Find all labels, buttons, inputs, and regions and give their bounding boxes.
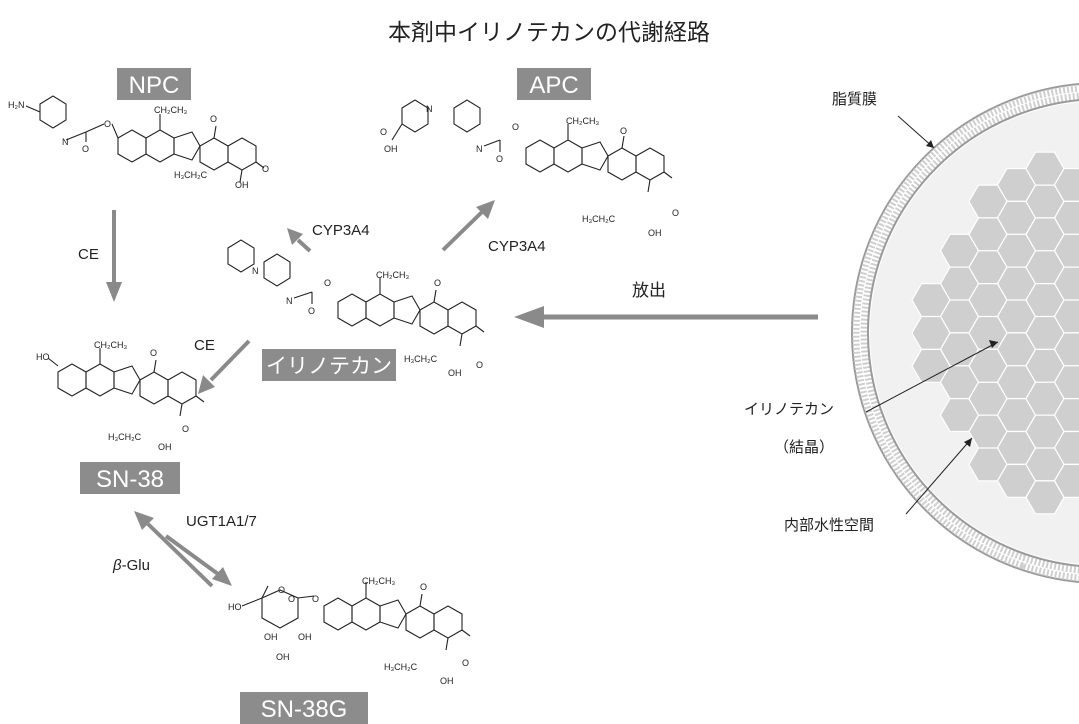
atom-oh: OH	[448, 368, 462, 378]
liposome	[851, 83, 1079, 583]
atom-ethyl: CH₂CH₃	[566, 116, 599, 126]
atom-o: O	[380, 127, 387, 137]
crystal-label-line1: イリノテカン	[744, 400, 834, 418]
atom-o: O	[672, 208, 679, 218]
atom-ethyl: CH₂CH₃	[362, 576, 395, 586]
atom-n: N	[62, 137, 69, 147]
crystal-label-line2: （結晶）	[774, 438, 834, 456]
atom-oh: OH	[298, 632, 312, 642]
atom-o: O	[82, 144, 89, 154]
atom-o: O	[420, 582, 427, 592]
atom-oh: OH	[440, 676, 454, 686]
atom-ho: HO	[36, 352, 50, 362]
sn38g-label-text: SN-38G	[261, 696, 348, 723]
atom-o: O	[476, 360, 483, 370]
sn38g-label: SN-38G	[240, 692, 368, 724]
irinotecan-label-text: イリノテカン	[266, 354, 392, 378]
npc-label: NPC	[117, 68, 191, 100]
atom-ethyl-low: H₃CH₂C	[174, 170, 208, 180]
atom-o: O	[620, 126, 627, 136]
sn38-label: SN-38	[80, 462, 180, 494]
sn38-label-text: SN-38	[96, 466, 164, 493]
npc-structure: H₂N N O O CH₂CH₃ O H₃CH₂C OH O	[8, 95, 269, 190]
atom-n: N	[252, 266, 259, 276]
atom-o: O	[104, 119, 111, 129]
atom-ethyl-low: H₃CH₂C	[582, 214, 616, 224]
irinotecan-crystal	[911, 151, 1079, 515]
apc-label-text: APC	[529, 72, 578, 99]
atom-o: O	[182, 424, 189, 434]
atom-oh: OH	[384, 144, 398, 154]
atom-h2n: H₂N	[8, 100, 25, 110]
enzyme-ce-left: CE	[78, 246, 99, 263]
sn38g-structure: O HO O OH OH OH O CH₂CH₃ O H₃CH₂C OH O	[228, 576, 471, 686]
atom-oh: OH	[264, 632, 278, 642]
apc-label: APC	[517, 68, 591, 100]
enzyme-ce-mid: CE	[194, 337, 215, 354]
apc-structure: O OH N N O O CH₂CH₃ O H₃CH₂C OH O	[380, 99, 679, 238]
atom-ethyl: CH₂CH₃	[154, 105, 187, 115]
atom-oh: OH	[276, 652, 290, 662]
membrane-label: 脂質膜	[832, 90, 877, 108]
atom-ho: HO	[228, 602, 242, 612]
atom-o: O	[434, 278, 441, 288]
arrow-sn38g-to-sn38	[134, 511, 214, 588]
atom-ethyl: CH₂CH₃	[94, 340, 127, 350]
atom-n: N	[476, 144, 483, 154]
aqueous-label: 内部水性空間	[784, 516, 874, 534]
arrow-irinotecan-to-apc	[441, 200, 495, 252]
atom-ethyl: CH₂CH₃	[376, 270, 409, 280]
arrow-npc-to-sn38	[106, 210, 122, 302]
arrow-irinotecan-to-sn38	[198, 339, 251, 394]
atom-n: N	[286, 296, 293, 306]
atom-o: O	[512, 122, 519, 132]
page-title: 本剤中イリノテカンの代謝経路	[388, 20, 710, 46]
irinotecan-structure: N N O O CH₂CH₃ O H₃CH₂C OH O	[227, 239, 485, 378]
atom-n: N	[426, 104, 433, 114]
atom-oh: OH	[648, 228, 662, 238]
crystal-cell	[1025, 480, 1065, 515]
atom-o: O	[324, 278, 331, 288]
enzyme-ugt: UGT1A1/7	[186, 513, 257, 530]
atom-o: O	[496, 154, 503, 164]
atom-o: O	[150, 348, 157, 358]
irinotecan-label: イリノテカン	[262, 349, 396, 381]
atom-ethyl-low: H₃CH₂C	[384, 662, 418, 672]
enzyme-cyp-left: CYP3A4	[312, 222, 370, 239]
atom-ethyl-low: H₃CH₂C	[108, 432, 142, 442]
atom-ethyl-low: H₃CH₂C	[404, 354, 438, 364]
atom-o: O	[288, 594, 295, 604]
atom-o: O	[262, 164, 269, 174]
atom-oh: OH	[158, 442, 172, 452]
atom-oh: OH	[235, 180, 249, 190]
atom-o: O	[308, 306, 315, 316]
enzyme-glu-beta: β	[112, 557, 122, 574]
arrow-irinotecan-to-npc	[287, 228, 312, 253]
enzyme-glu: β-Glu	[112, 557, 150, 574]
release-arrow	[514, 306, 818, 328]
atom-o: O	[462, 658, 469, 668]
release-label: 放出	[632, 281, 666, 301]
atom-o: O	[278, 585, 285, 595]
atom-o: O	[312, 594, 319, 604]
enzyme-cyp-right: CYP3A4	[488, 238, 546, 255]
npc-label-text: NPC	[129, 72, 180, 99]
atom-o: O	[210, 114, 217, 124]
arrow-sn38-to-sn38g	[164, 534, 232, 586]
sn38-structure: HO CH₂CH₃ O H₃CH₂C OH O	[36, 340, 205, 452]
enzyme-glu-rest: -Glu	[122, 557, 150, 574]
